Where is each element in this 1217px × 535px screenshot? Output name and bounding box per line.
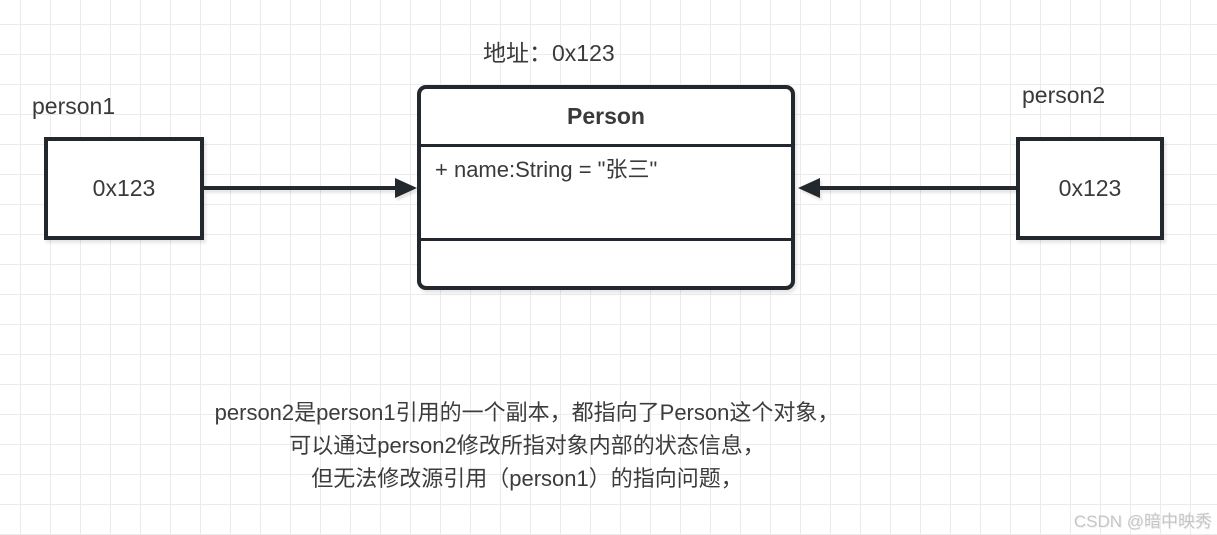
caption-line: 可以通过person2修改所指对象内部的状态信息，: [289, 433, 765, 458]
class-name: Person: [421, 89, 791, 147]
person2-arrow-head: [798, 178, 820, 198]
watermark: CSDN @暗中映秀: [1073, 512, 1212, 531]
caption-line: 但无法修改源引用（person1）的指向问题，: [311, 466, 743, 491]
caption-line: person2是person1引用的一个副本，都指向了Person这个对象，: [214, 400, 840, 425]
person1-value: 0x123: [92, 175, 156, 201]
person2-label: person2: [1022, 82, 1106, 108]
person-class-box: Person + name:String = "张三": [417, 85, 795, 290]
person2-value: 0x123: [1058, 175, 1122, 201]
person2-box: 0x123: [1016, 137, 1164, 240]
class-methods-section: [421, 241, 791, 285]
caption-block: person2是person1引用的一个副本，都指向了Person这个对象， 可…: [77, 396, 977, 495]
class-attribute: + name:String = "张三": [421, 147, 791, 241]
person1-arrow-head: [395, 178, 417, 198]
person1-box: 0x123: [44, 137, 204, 240]
address-title: 地址：0x123: [483, 40, 615, 66]
person1-label: person1: [32, 93, 116, 119]
